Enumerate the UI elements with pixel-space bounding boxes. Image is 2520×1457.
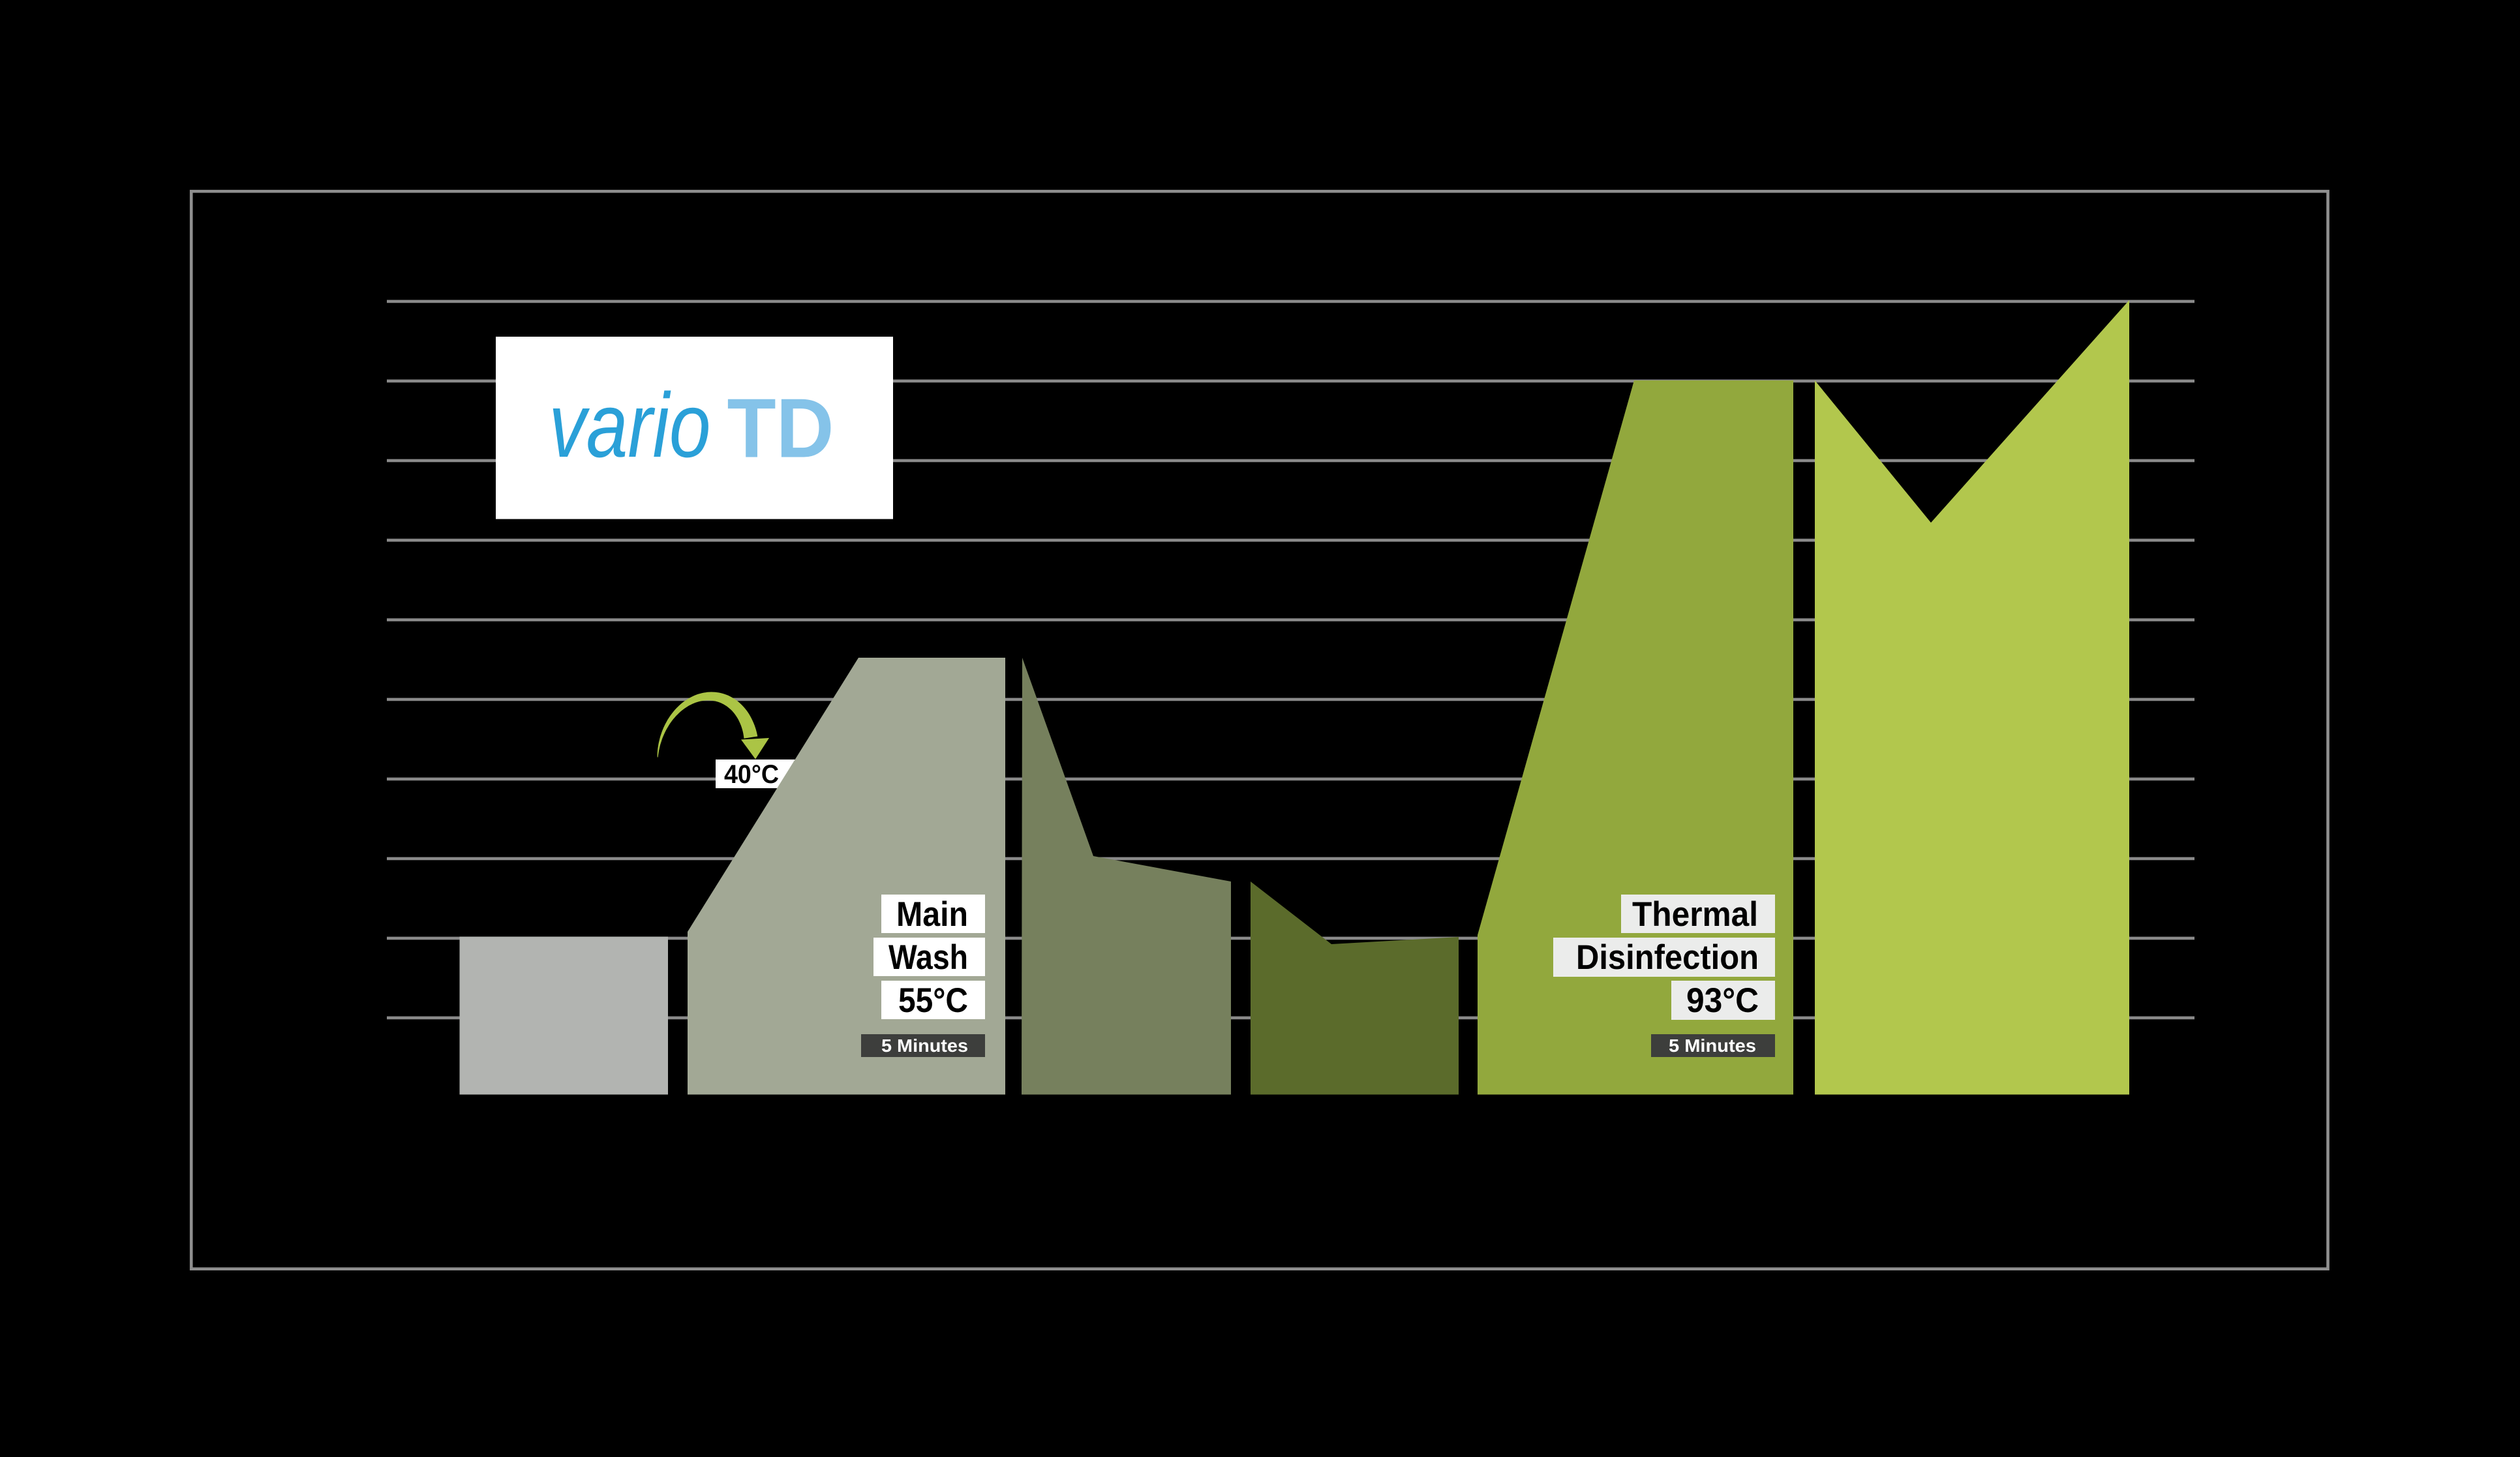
svg-text:93°C: 93°C bbox=[1686, 981, 1759, 1020]
svg-text:Wash: Wash bbox=[888, 938, 968, 977]
svg-text:vario: vario bbox=[549, 374, 711, 476]
svg-text:40°C: 40°C bbox=[724, 760, 779, 789]
svg-text:Disinfection: Disinfection bbox=[1576, 938, 1759, 977]
svg-text:5 Minutes: 5 Minutes bbox=[1669, 1035, 1756, 1056]
svg-text:TD: TD bbox=[727, 382, 834, 476]
svg-text:Main: Main bbox=[896, 895, 968, 934]
svg-text:Thermal: Thermal bbox=[1632, 895, 1758, 934]
svg-text:55°C: 55°C bbox=[898, 981, 968, 1020]
svg-text:5 Minutes: 5 Minutes bbox=[881, 1035, 968, 1056]
